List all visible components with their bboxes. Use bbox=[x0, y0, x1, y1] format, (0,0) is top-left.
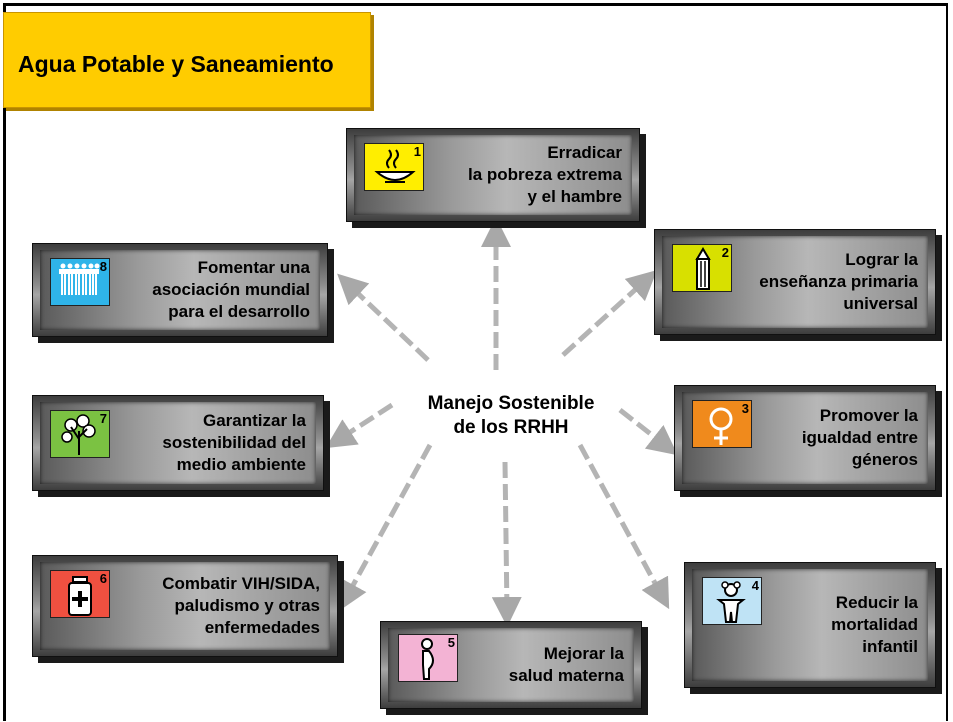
bowl-icon: 1 bbox=[364, 143, 424, 191]
goal-text-3: Promover la igualdad entre géneros bbox=[801, 406, 918, 469]
arrow-to-goal-3 bbox=[618, 408, 678, 456]
goal-card-3: 3 Promover la igualdad entre géneros bbox=[674, 385, 936, 491]
goal-number-8: 8 bbox=[99, 259, 107, 274]
group-icon: 8 bbox=[50, 258, 110, 306]
goal-text-2: Lograr la enseñanza primaria universal bbox=[759, 250, 918, 313]
goal-text-5: Mejorar la salud materna bbox=[508, 644, 624, 685]
goal-card-2: 2 Lograr la enseñanza primaria universal bbox=[654, 229, 936, 335]
goal-number-2: 2 bbox=[721, 245, 729, 260]
goal-card-7: 7 Garantizar la sostenibilidad del medio… bbox=[32, 395, 324, 491]
tree-icon: 7 bbox=[50, 410, 110, 458]
goal-card-4: 4 Reducir la mortalidad infantil bbox=[684, 562, 936, 688]
child-icon: 4 bbox=[702, 577, 762, 625]
slide-title: Agua Potable y Saneamiento bbox=[18, 51, 334, 77]
pencil-icon: 2 bbox=[672, 244, 732, 292]
goal-number-6: 6 bbox=[99, 571, 107, 586]
arrow-to-goal-8 bbox=[337, 273, 430, 362]
arrow-to-goal-2 bbox=[561, 269, 658, 357]
arrow-to-goal-7 bbox=[325, 402, 394, 449]
goal-number-4: 4 bbox=[751, 578, 759, 593]
goal-number-1: 1 bbox=[413, 144, 421, 159]
goal-text-4: Reducir la mortalidad infantil bbox=[831, 593, 918, 656]
female-symbol-icon: 3 bbox=[692, 400, 752, 448]
center-line-2: de los RRHH bbox=[453, 417, 569, 438]
goal-number-5: 5 bbox=[447, 635, 455, 650]
goal-card-1: 1 Erradicar la pobreza extrema y el hamb… bbox=[346, 128, 640, 222]
goal-text-7: Garantizar la sostenibilidad del medio a… bbox=[162, 411, 306, 474]
goal-card-8: 8 Fomentar una asociación mundial para e… bbox=[32, 243, 328, 337]
medicine-bottle-icon: 6 bbox=[50, 570, 110, 618]
center-line-1: Manejo Sostenible bbox=[427, 393, 595, 414]
goal-number-3: 3 bbox=[741, 401, 749, 416]
goal-text-1: Erradicar la pobreza extrema y el hambre bbox=[467, 143, 622, 206]
goal-text-6: Combatir VIH/SIDA, paludismo y otras enf… bbox=[162, 574, 320, 637]
center-label: Manejo Sostenible de los RRHH bbox=[398, 392, 624, 440]
goal-card-6: 6 Combatir VIH/SIDA, paludismo y otras e… bbox=[32, 555, 338, 657]
goal-number-7: 7 bbox=[99, 411, 107, 426]
title-banner: Agua Potable y Saneamiento bbox=[3, 12, 371, 108]
arrow-to-goal-6 bbox=[338, 443, 433, 612]
arrow-to-goal-5 bbox=[491, 461, 522, 627]
slide-frame bbox=[3, 3, 948, 721]
goal-card-5: 5 Mejorar la salud materna bbox=[380, 621, 642, 709]
arrow-to-goal-4 bbox=[577, 443, 670, 610]
pregnant-woman-icon: 5 bbox=[398, 634, 458, 682]
goal-text-8: Fomentar una asociación mundial para el … bbox=[152, 258, 310, 321]
